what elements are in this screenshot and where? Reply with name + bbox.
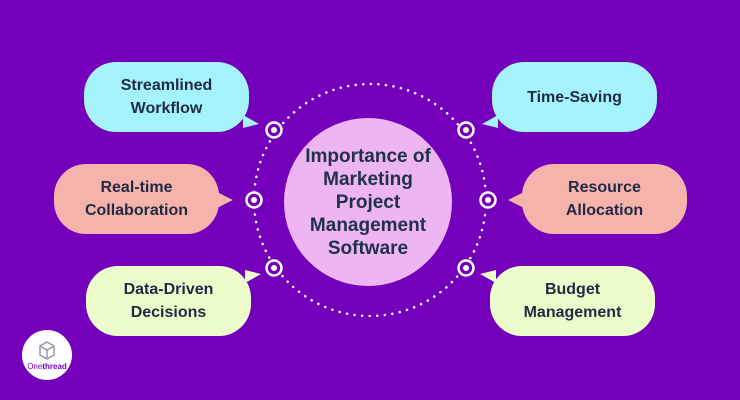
bubble-time-saving: Time-Saving [482,62,657,132]
bubble-real-time-collaboration: Real-time Collaboration [54,164,233,234]
logo-wordmark: Onethread [27,362,67,371]
node-resource [479,191,497,209]
node-collaboration [245,191,263,209]
node-budget [457,259,475,277]
bubble-resource-allocation: Resource Allocation [508,164,687,234]
node-streamlined [265,121,283,139]
logo-wordmark-prefix: One [27,361,43,371]
node-data-driven [265,259,283,277]
node-time-saving [457,121,475,139]
onethread-logo: Onethread [22,330,72,380]
logo-wordmark-suffix: thread [42,361,67,371]
center-topic: Importance of Marketing Project Manageme… [284,118,452,286]
bubble-budget-management: Budget Management [480,266,655,336]
bubble-data-driven-decisions: Data-Driven Decisions [86,266,261,336]
bubble-streamlined-workflow: Streamlined Workflow [84,62,259,132]
onethread-logo-icon [39,340,55,360]
